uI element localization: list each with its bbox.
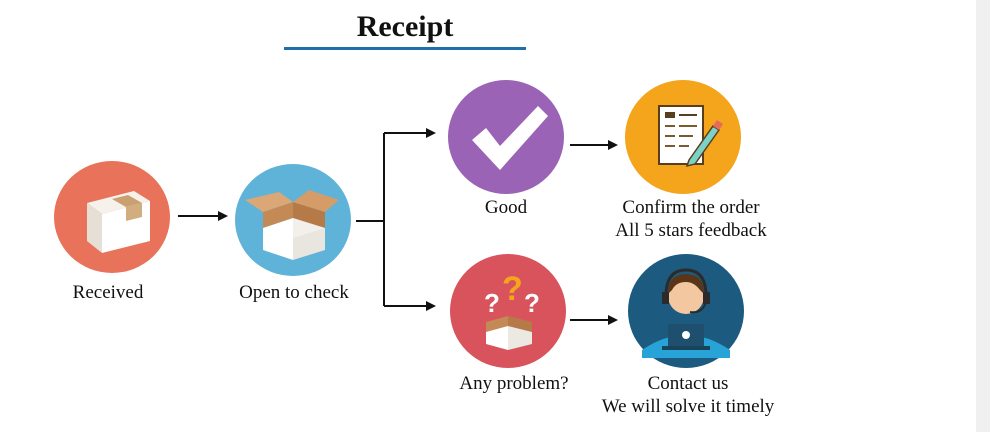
confirm-order-label: Confirm the order All 5 stars feedback — [596, 196, 786, 242]
support-agent-icon — [642, 268, 730, 358]
svg-text:?: ? — [524, 288, 540, 318]
any-problem-step-node: ? ? ? — [450, 254, 566, 368]
svg-text:?: ? — [502, 270, 523, 308]
confirm-order-line1: Confirm the order — [622, 197, 760, 218]
clipboard-pencil-icon — [658, 105, 723, 168]
svg-text:?: ? — [484, 288, 500, 318]
contact-us-label: Contact us We will solve it timely — [588, 372, 788, 418]
good-step-node — [448, 80, 564, 194]
question-box-icon: ? ? ? — [484, 270, 540, 350]
confirm-order-step-node — [625, 80, 741, 194]
contact-us-line2: We will solve it timely — [601, 396, 775, 417]
open-to-check-label: Open to check — [239, 282, 349, 303]
checkmark-icon — [472, 106, 548, 170]
good-label: Good — [484, 197, 528, 218]
contact-us-step-node — [628, 254, 744, 368]
received-step-node — [54, 161, 170, 273]
open-to-check-step-node — [235, 164, 351, 276]
confirm-order-line2: All 5 stars feedback — [615, 220, 767, 241]
received-label: Received — [72, 282, 144, 303]
contact-us-line1: Contact us — [647, 373, 729, 394]
open-box-icon — [245, 190, 339, 260]
page-title: Receipt — [356, 10, 454, 43]
title-underline — [284, 47, 526, 50]
side-shade — [976, 0, 990, 432]
any-problem-label: Any problem? — [459, 373, 569, 394]
closed-box-icon — [87, 191, 150, 253]
